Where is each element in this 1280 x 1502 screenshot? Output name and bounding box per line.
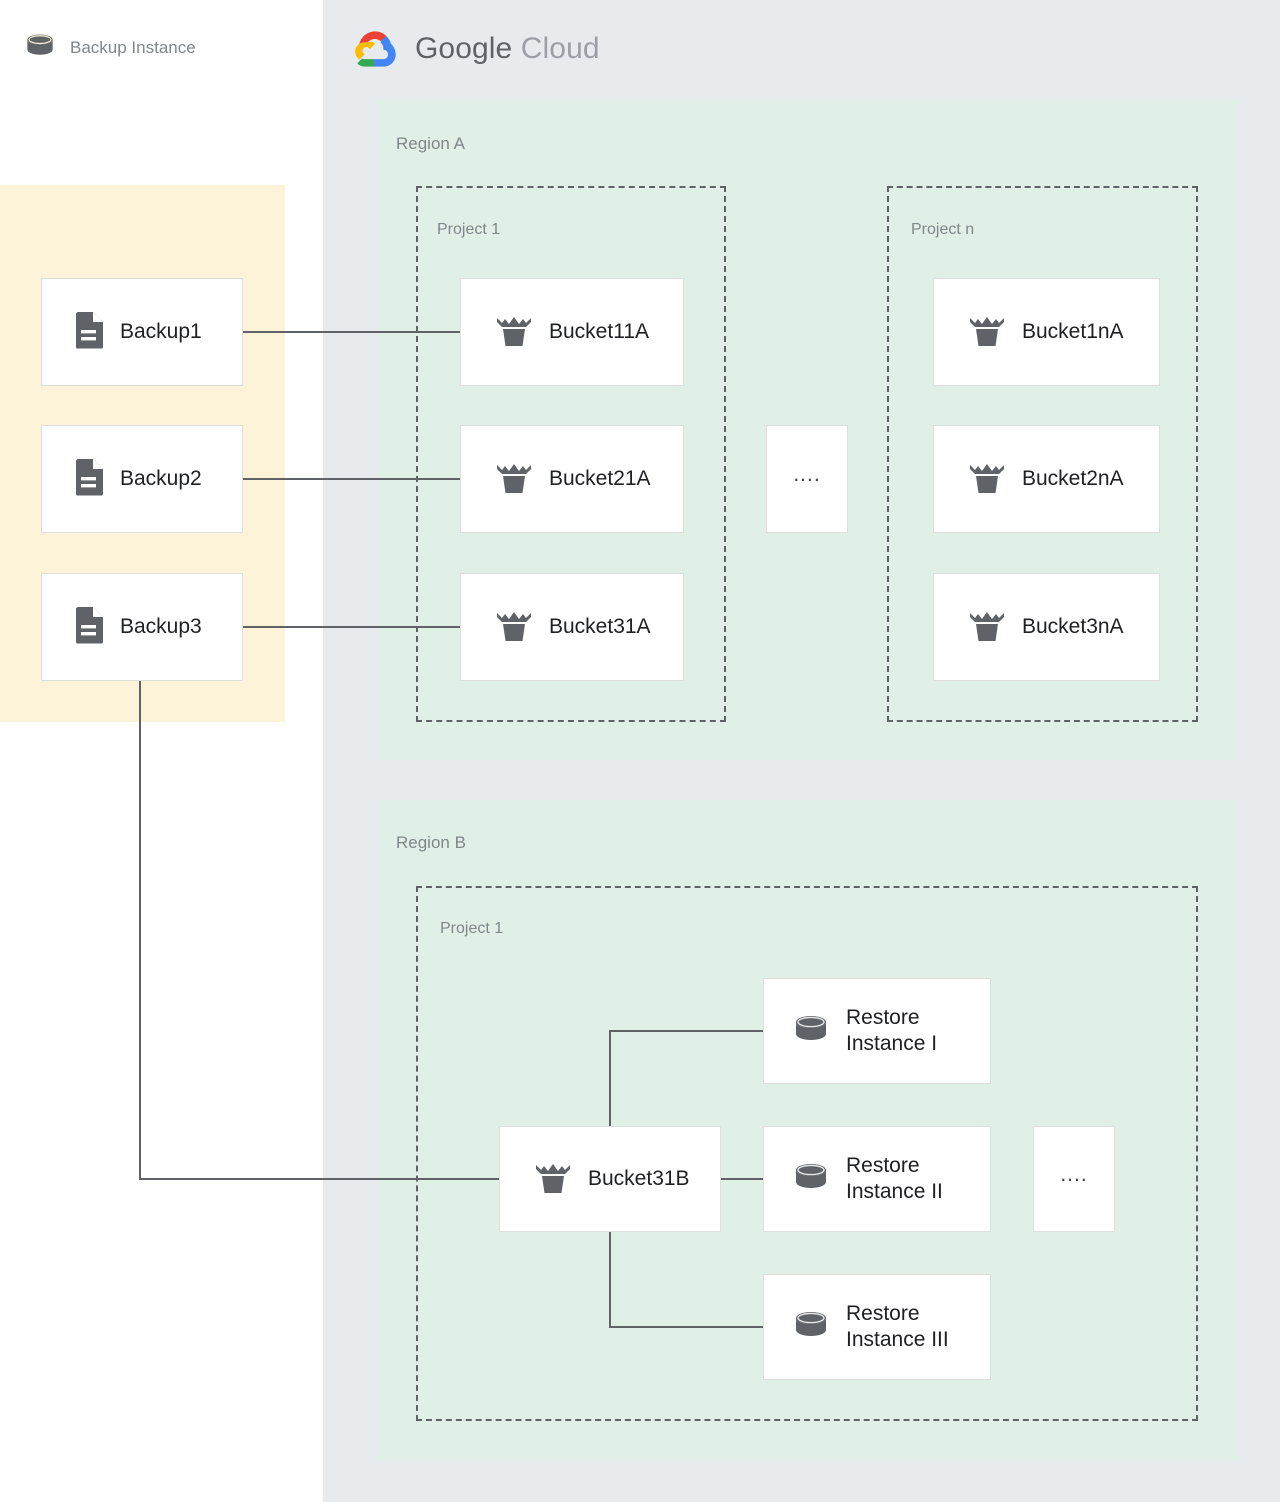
database-cylinder-icon: [792, 1013, 830, 1050]
node-backup2[interactable]: Backup2: [41, 425, 243, 533]
brand-cloud: Cloud: [520, 32, 600, 65]
storage-bucket-icon: [534, 1159, 572, 1200]
node-label: Restore Instance I: [846, 1005, 938, 1055]
database-cylinder-icon: [24, 32, 56, 64]
region-a-project-1-box: [416, 186, 726, 722]
node-label: Bucket11A: [549, 319, 650, 343]
region-a-project-1-label: Project 1: [437, 221, 501, 238]
node-bucket3na[interactable]: Bucket3nA: [933, 573, 1160, 681]
storage-bucket-icon: [968, 607, 1006, 648]
node-bucket31a[interactable]: Bucket31A: [460, 573, 684, 681]
storage-bucket-icon: [968, 312, 1006, 353]
region-a-project-n-label: Project n: [911, 221, 975, 238]
node-label: Bucket1nA: [1022, 319, 1124, 343]
brand-google: Google: [415, 32, 513, 65]
storage-bucket-icon: [495, 459, 533, 500]
node-bucket21a[interactable]: Bucket21A: [460, 425, 684, 533]
node-label: Bucket31A: [549, 614, 651, 638]
node-backup1[interactable]: Backup1: [41, 278, 243, 386]
google-cloud-logo-icon: [355, 30, 401, 68]
storage-bucket-icon: [495, 607, 533, 648]
node-label: Bucket31B: [588, 1166, 690, 1190]
node-label: Backup2: [120, 466, 202, 490]
node-bucket11a[interactable]: Bucket11A: [460, 278, 684, 386]
region-a-label: Region A: [396, 134, 465, 153]
document-icon: [74, 458, 104, 501]
node-label: Restore Instance III: [846, 1301, 949, 1351]
node-backup3[interactable]: Backup3: [41, 573, 243, 681]
storage-bucket-icon: [495, 312, 533, 353]
database-cylinder-icon: [792, 1161, 830, 1198]
document-icon: [74, 311, 104, 354]
google-cloud-brand: Google Cloud: [355, 30, 600, 68]
node-restore-instance-1[interactable]: Restore Instance I: [763, 978, 991, 1084]
backup-instance-header: Backup Instance: [24, 32, 196, 64]
database-cylinder-icon: [792, 1309, 830, 1346]
node-label: Bucket3nA: [1022, 614, 1124, 638]
backup-instance-title: Backup Instance: [70, 38, 196, 57]
region-b-project-1-label: Project 1: [440, 920, 504, 937]
node-restore-instance-3[interactable]: Restore Instance III: [763, 1274, 991, 1380]
storage-bucket-icon: [968, 459, 1006, 500]
node-bucket1na[interactable]: Bucket1nA: [933, 278, 1160, 386]
node-label: Bucket2nA: [1022, 466, 1124, 490]
ellipsis-label: ....: [1060, 1163, 1088, 1186]
google-cloud-wordmark: Google Cloud: [415, 32, 600, 66]
node-bucket2na[interactable]: Bucket2nA: [933, 425, 1160, 533]
node-label: Restore Instance II: [846, 1153, 943, 1203]
region-a-project-n-box: [887, 186, 1198, 722]
region-a-ellipsis-node: ....: [766, 425, 848, 533]
node-label: Bucket21A: [549, 466, 651, 490]
node-restore-instance-2[interactable]: Restore Instance II: [763, 1126, 991, 1232]
ellipsis-label: ....: [793, 463, 821, 486]
node-label: Backup3: [120, 614, 202, 638]
region-b-label: Region B: [396, 833, 466, 852]
node-label: Backup1: [120, 319, 202, 343]
document-icon: [74, 606, 104, 649]
node-bucket31b[interactable]: Bucket31B: [499, 1126, 721, 1232]
region-b-ellipsis-node: ....: [1033, 1126, 1115, 1232]
